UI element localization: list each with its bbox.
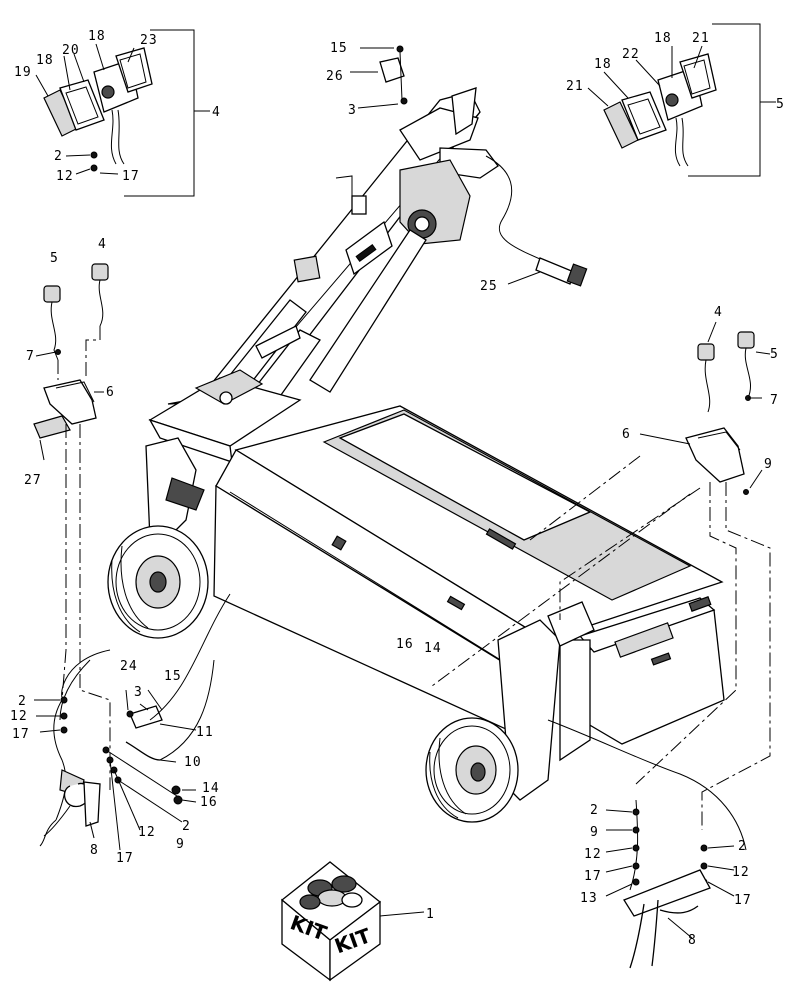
callout-12: 12 xyxy=(10,709,28,724)
callout-2: 2 xyxy=(738,839,747,854)
callout-9: 9 xyxy=(764,457,773,472)
callout-8: 8 xyxy=(90,843,99,858)
callout-14: 14 xyxy=(424,641,442,656)
callout-16: 16 xyxy=(396,637,414,652)
tongue-assembly xyxy=(167,45,588,405)
callout-5: 5 xyxy=(776,97,785,112)
left-side-harness xyxy=(33,263,111,790)
callout-4: 4 xyxy=(98,237,107,252)
callout-21: 21 xyxy=(692,31,710,46)
bracket-4-left xyxy=(124,29,195,197)
callout-24: 24 xyxy=(120,659,138,674)
callout-17: 17 xyxy=(734,893,752,908)
left-lamp-bracket xyxy=(43,379,97,425)
callout-15: 15 xyxy=(164,669,182,684)
callout-7: 7 xyxy=(26,349,35,364)
callout-5: 5 xyxy=(770,347,779,362)
callout-6: 6 xyxy=(106,385,115,400)
mower-frame xyxy=(107,369,725,823)
callout-18: 18 xyxy=(654,31,672,46)
callout-4: 4 xyxy=(212,105,221,120)
callout-2: 2 xyxy=(54,149,63,164)
callout-13: 13 xyxy=(580,891,598,906)
callout-17: 17 xyxy=(122,169,140,184)
callout-3: 3 xyxy=(134,685,143,700)
right-lamp-assembly xyxy=(587,23,776,177)
callout-17: 17 xyxy=(12,727,30,742)
callout-18: 18 xyxy=(36,53,54,68)
callout-9: 9 xyxy=(176,837,185,852)
callout-12: 12 xyxy=(584,847,602,862)
kit-box: KIT KIT xyxy=(280,861,425,982)
callout-20: 20 xyxy=(62,43,80,58)
callout-labels: 1 2 2 2 2 2 3 3 4 4 4 5 5 5 6 6 7 7 8 8 … xyxy=(10,29,785,948)
callout-12: 12 xyxy=(732,865,750,880)
callout-14: 14 xyxy=(202,781,220,796)
callout-10: 10 xyxy=(184,755,202,770)
callout-5: 5 xyxy=(50,251,59,266)
callout-16: 16 xyxy=(200,795,218,810)
callout-18: 18 xyxy=(594,57,612,72)
callout-19: 19 xyxy=(14,65,32,80)
callout-11: 11 xyxy=(196,725,214,740)
right-lamp-bracket xyxy=(685,427,745,483)
callout-26: 26 xyxy=(326,69,344,84)
callout-12: 12 xyxy=(138,825,156,840)
callout-3: 3 xyxy=(348,103,357,118)
callout-2: 2 xyxy=(182,819,191,834)
callout-22: 22 xyxy=(622,47,640,62)
callout-1: 1 xyxy=(426,907,435,922)
left-lamp-assembly xyxy=(35,29,210,197)
callout-4: 4 xyxy=(714,305,723,320)
callout-21: 21 xyxy=(566,79,584,94)
right-side-harness xyxy=(431,321,771,830)
callout-6: 6 xyxy=(622,427,631,442)
callout-17: 17 xyxy=(116,851,134,866)
bracket-5-right xyxy=(688,23,761,177)
callout-17: 17 xyxy=(584,869,602,884)
callout-18: 18 xyxy=(88,29,106,44)
lamp-gasket xyxy=(59,79,105,131)
callout-15: 15 xyxy=(330,41,348,56)
right-harness-plug xyxy=(547,719,747,969)
callout-7: 7 xyxy=(770,393,779,408)
callout-12: 12 xyxy=(56,169,74,184)
left-harness-plug xyxy=(34,593,231,851)
callout-8: 8 xyxy=(688,933,697,948)
callout-2: 2 xyxy=(18,694,27,709)
callout-23: 23 xyxy=(140,33,158,48)
callout-27: 27 xyxy=(24,473,42,488)
callout-25: 25 xyxy=(480,279,498,294)
driveline xyxy=(309,229,427,393)
callout-9: 9 xyxy=(590,825,599,840)
callout-2: 2 xyxy=(590,803,599,818)
